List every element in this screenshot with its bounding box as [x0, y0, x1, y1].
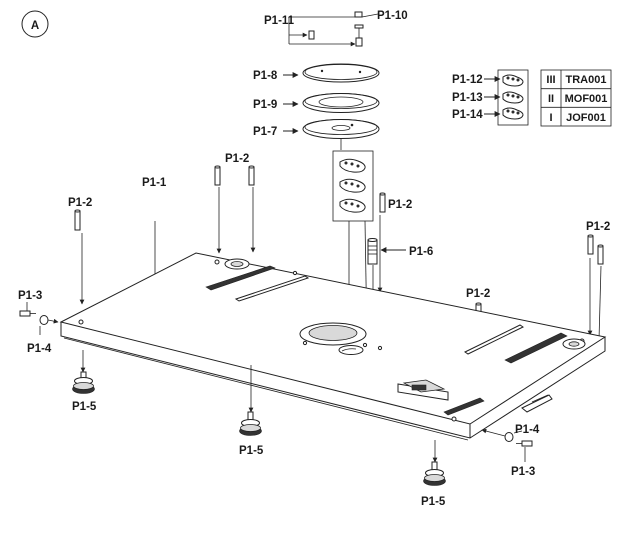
label-p1-5-left: P1-5	[72, 401, 97, 413]
table-roman-2: II	[548, 93, 554, 105]
label-p1-2-top: P1-2	[225, 153, 249, 165]
adapter-legend-box	[497, 69, 529, 126]
foot-p1-5-right	[423, 440, 446, 486]
label-p1-6: P1-6	[409, 246, 433, 258]
screw-p1-3-right	[516, 440, 533, 462]
label-p1-5-right: P1-5	[421, 496, 446, 508]
ring-p1-8	[302, 63, 380, 83]
pin-p1-2-left	[74, 209, 81, 231]
ring-p1-9	[302, 93, 380, 113]
router-table-plate	[59, 252, 607, 441]
label-p1-1: P1-1	[142, 177, 167, 189]
washer-p1-4-left	[39, 315, 59, 335]
label-p1-4-left: P1-4	[27, 343, 52, 355]
label-p1-7: P1-7	[253, 126, 277, 138]
label-p1-2-mid: P1-2	[466, 288, 490, 300]
table-code-1: TRA001	[566, 74, 607, 86]
label-p1-3-right: P1-3	[511, 466, 535, 478]
label-p1-9: P1-9	[253, 99, 277, 111]
table-code-3: JOF001	[566, 112, 606, 124]
label-p1-11: P1-11	[264, 15, 295, 27]
section-badge-letter: A	[31, 20, 39, 32]
label-p1-3-left: P1-3	[18, 290, 42, 302]
table-code-2: MOF001	[565, 93, 608, 105]
foot-p1-5-mid	[239, 365, 262, 436]
adapter-p1-14	[502, 107, 524, 120]
label-p1-10: P1-10	[377, 10, 408, 22]
washer-p1-4-right	[481, 428, 523, 442]
label-p1-5-mid: P1-5	[239, 445, 264, 457]
section-badge: A	[21, 10, 49, 38]
switch-panel	[397, 379, 449, 401]
label-p1-8: P1-8	[253, 70, 278, 82]
screw-p1-3-left	[19, 302, 36, 317]
screw-set-p1-10	[288, 11, 379, 47]
label-p1-4-right: P1-4	[515, 424, 540, 436]
label-p1-12: P1-12	[452, 74, 483, 86]
adapter-p1-12	[502, 74, 524, 87]
pin-p1-2-right-a	[587, 234, 594, 255]
label-p1-2-right: P1-2	[586, 221, 610, 233]
adapter-stack-box	[332, 150, 374, 222]
pin-p1-2-top-b	[248, 165, 255, 186]
bolt-p1-6	[367, 238, 378, 265]
label-p1-2-left: P1-2	[68, 197, 92, 209]
label-p1-13: P1-13	[452, 92, 483, 104]
foot-p1-5-left	[72, 350, 95, 394]
adapter-code-table: III TRA001 II MOF001 I JOF001	[540, 69, 612, 127]
label-p1-2-center: P1-2	[388, 199, 412, 211]
adapter-p1-13	[502, 91, 524, 104]
ring-p1-7	[302, 119, 380, 139]
pin-p1-2-center	[379, 192, 386, 213]
table-roman-3: I	[549, 112, 552, 124]
pin-p1-2-top-a	[214, 165, 221, 186]
table-roman-1: III	[546, 74, 555, 86]
label-p1-14: P1-14	[452, 109, 483, 121]
pin-p1-2-right-b	[597, 244, 604, 265]
